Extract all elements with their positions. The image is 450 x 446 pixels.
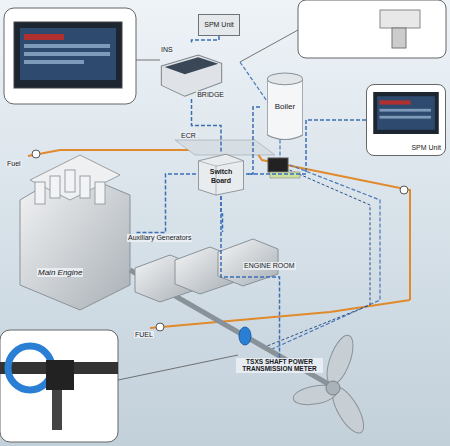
auxiliary-generators: Auxiliary GeneratorsENGINE ROOM (125, 232, 320, 302)
cable-connector (192, 36, 220, 44)
switch-board: Switch Board (196, 152, 246, 196)
callout-label: FUEL (134, 331, 154, 338)
node-label: TSXS SHAFT POWER TRANSMISSION METER (236, 358, 323, 373)
callout-label: ECR (180, 132, 197, 139)
node-label: Main Engine (37, 268, 83, 277)
node-label: SPM Unit (411, 144, 441, 152)
cable-connector (221, 196, 280, 358)
callout-label: Fuel (6, 160, 22, 167)
boiler: Boiler (260, 70, 310, 144)
spm-unit-inset: SPM Unit (366, 84, 446, 156)
cable-connector (192, 99, 222, 152)
shaft-power-meter: TSXS SHAFT POWER TRANSMISSION METER (236, 358, 323, 388)
cable-connector (246, 107, 260, 174)
spm-unit-box: SPM Unit (198, 14, 240, 36)
node-label: BRIDGE (196, 91, 225, 99)
bridge-console: INS BRIDGE (158, 44, 225, 99)
main-engine: Main Engine (15, 160, 135, 305)
cable-connector (246, 120, 366, 174)
node-label: INS (160, 46, 174, 54)
cable-connector (135, 174, 196, 233)
node-label: Switch Board (199, 168, 243, 184)
node-label: ENGINE ROOM (243, 262, 296, 270)
node-label: SPM Unit (204, 21, 234, 29)
node-label: Boiler (275, 102, 295, 111)
node-label: Auxiliary Generators (127, 234, 192, 242)
